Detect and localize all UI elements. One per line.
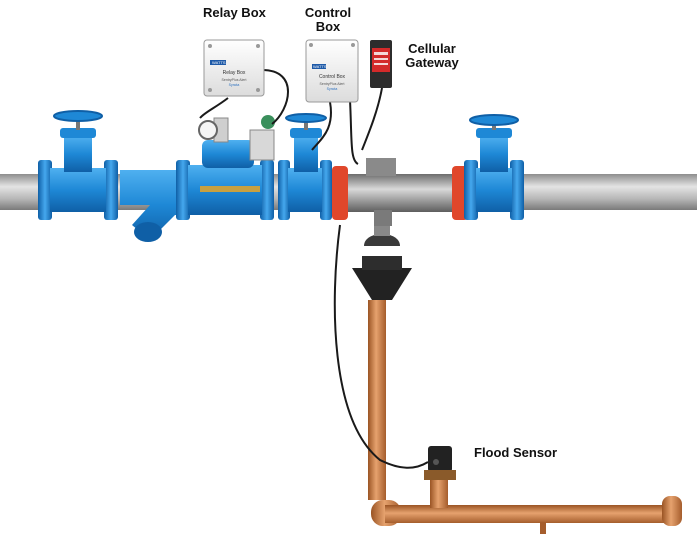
right-gate-valve bbox=[464, 114, 524, 220]
relay-brand-text: WATTS bbox=[212, 60, 226, 65]
air-gap-funnel bbox=[352, 222, 412, 300]
relay-box-label: Relay Box bbox=[203, 5, 266, 20]
relay-box: WATTS Relay Box SentryPlus Alert Syncta bbox=[203, 39, 265, 97]
control-box: WATTS Control Box SentryPlus Alert Synct… bbox=[305, 39, 359, 103]
flood-sensor bbox=[424, 446, 456, 480]
copper-drain-pipe bbox=[368, 300, 682, 534]
control-box-label-line1: Control bbox=[304, 5, 352, 20]
control-brand-text: WATTS bbox=[313, 64, 327, 69]
flood-sensor-label: Flood Sensor bbox=[474, 445, 558, 460]
cellular-gateway-label-line2: Gateway bbox=[405, 55, 459, 70]
signal-cables bbox=[199, 69, 429, 469]
middle-gate-valve bbox=[278, 113, 332, 220]
relay-sub2-text: Syncta bbox=[229, 83, 240, 87]
control-sub1-text: SentryPlus Alert bbox=[320, 82, 345, 86]
y-strainer bbox=[120, 170, 190, 242]
stainless-spool bbox=[332, 158, 468, 226]
cellular-gateway-label: Cellular Gateway bbox=[402, 42, 462, 70]
control-box-label-line2: Box bbox=[315, 19, 341, 34]
control-sub2-text: Syncta bbox=[327, 87, 338, 91]
cellular-gateway-label-line1: Cellular bbox=[408, 41, 456, 56]
control-title-text: Control Box bbox=[319, 74, 346, 80]
control-box-label: Control Box bbox=[298, 6, 358, 34]
left-gate-valve bbox=[38, 110, 118, 220]
check-valve-assembly bbox=[176, 115, 275, 220]
relay-sub1-text: SentryPlus Alert bbox=[222, 78, 247, 82]
cellular-gateway bbox=[370, 40, 392, 88]
relay-title-text: Relay Box bbox=[223, 70, 246, 76]
